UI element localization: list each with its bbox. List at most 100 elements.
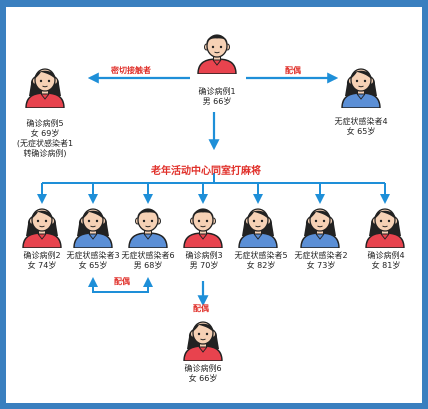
mouth <box>382 225 388 228</box>
case6-caption: 确诊病例6 女 66岁 <box>170 364 236 384</box>
face <box>137 208 159 232</box>
eye <box>197 219 201 223</box>
eye <box>150 219 154 223</box>
case4-name: 确诊病例4 <box>367 251 405 260</box>
eye <box>314 219 318 223</box>
case3-name: 确诊病例3 <box>185 251 223 260</box>
hair-front <box>192 209 214 219</box>
shirt <box>365 232 405 248</box>
collar <box>198 346 208 353</box>
spouse-bracket <box>88 277 153 293</box>
face <box>206 34 228 58</box>
shirt <box>183 232 223 248</box>
mouth <box>214 51 220 54</box>
case5-name: 确诊病例5 <box>26 119 64 128</box>
case1-name: 确诊病例1 <box>198 87 236 96</box>
shirt <box>238 232 278 248</box>
mouth <box>39 225 45 228</box>
case3-caption: 确诊病例3 男 70岁 <box>176 251 232 271</box>
shirt <box>73 232 113 248</box>
mouth <box>42 85 48 88</box>
hair-front <box>82 210 104 219</box>
collar <box>143 233 153 240</box>
case6-name: 确诊病例6 <box>184 364 222 373</box>
case3-avatar <box>183 208 223 248</box>
shirt <box>22 232 62 248</box>
case2-caption: 确诊病例2 女 74岁 <box>2 251 82 271</box>
mouth <box>200 225 206 228</box>
eye <box>387 219 391 223</box>
asym3-name: 无症状感染者3 <box>66 251 120 260</box>
asym4-info: 女 65岁 <box>346 127 376 136</box>
activity-label: 老年活动中心同室打麻将 <box>151 166 261 177</box>
eye <box>205 332 209 336</box>
face <box>192 208 214 232</box>
eye <box>36 219 40 223</box>
asym5-avatar <box>238 208 278 248</box>
asym6-name: 无症状感染者6 <box>121 251 175 260</box>
spouse-top-label: 配偶 <box>285 66 301 75</box>
eye <box>47 79 51 83</box>
shirt <box>183 345 223 361</box>
shirt <box>128 232 168 248</box>
case5-info: 女 69岁 <box>30 129 60 138</box>
case3-info: 男 70岁 <box>189 261 219 270</box>
hair-front <box>137 209 159 219</box>
asym6-caption: 无症状感染者6 男 68岁 <box>115 251 181 271</box>
asym4-avatar <box>341 68 381 108</box>
eye <box>260 219 264 223</box>
asym3-caption: 无症状感染者3 女 65岁 <box>60 251 126 271</box>
shirt <box>300 232 340 248</box>
mouth <box>145 225 151 228</box>
case2-info: 女 74岁 <box>27 261 57 270</box>
asym3-avatar <box>73 208 113 248</box>
asym2-info: 女 73岁 <box>306 261 336 270</box>
case5-avatar <box>25 68 65 108</box>
case5-note2: 转确诊病例) <box>23 149 67 158</box>
eye <box>219 45 223 49</box>
asym5-name: 无症状感染者5 <box>234 251 288 260</box>
collar <box>40 93 50 100</box>
collar <box>198 233 208 240</box>
eye <box>87 219 91 223</box>
case5-note1: (无症状感染者1 <box>16 139 74 148</box>
eye <box>211 45 215 49</box>
case5-caption: 确诊病例5 女 69岁 (无症状感染者1 转确诊病例) <box>0 119 90 159</box>
hair-front <box>34 70 56 79</box>
eye <box>39 79 43 83</box>
eye <box>142 219 146 223</box>
collar <box>380 233 390 240</box>
shirt <box>25 92 65 108</box>
asym4-name: 无症状感染者4 <box>334 117 388 126</box>
eye <box>322 219 326 223</box>
collar <box>88 233 98 240</box>
case4-info: 女 81岁 <box>371 261 401 270</box>
asym5-info: 女 82岁 <box>246 261 276 270</box>
collar <box>253 233 263 240</box>
eye <box>363 79 367 83</box>
spouse-bottom-label: 配偶 <box>193 304 209 313</box>
eye <box>205 219 209 223</box>
collar <box>37 233 47 240</box>
case1-info: 男 66岁 <box>202 97 232 106</box>
asym6-info: 男 68岁 <box>133 261 163 270</box>
mouth <box>317 225 323 228</box>
asym5-caption: 无症状感染者5 女 82岁 <box>228 251 294 271</box>
hair-front <box>192 323 214 332</box>
spouse-mid-label: 配偶 <box>114 277 130 286</box>
asym2-name: 无症状感染者2 <box>294 251 348 260</box>
eye <box>44 219 48 223</box>
collar <box>315 233 325 240</box>
close-contact-label: 密切接触者 <box>111 66 151 75</box>
collar <box>356 93 366 100</box>
hair-front <box>374 210 396 219</box>
asym3-info: 女 65岁 <box>78 261 108 270</box>
shirt <box>341 92 381 108</box>
hair-front <box>206 35 228 45</box>
case2-name: 确诊病例2 <box>23 251 61 260</box>
case1-avatar <box>197 34 237 74</box>
case6-avatar <box>183 321 223 361</box>
mouth <box>90 225 96 228</box>
eye <box>252 219 256 223</box>
